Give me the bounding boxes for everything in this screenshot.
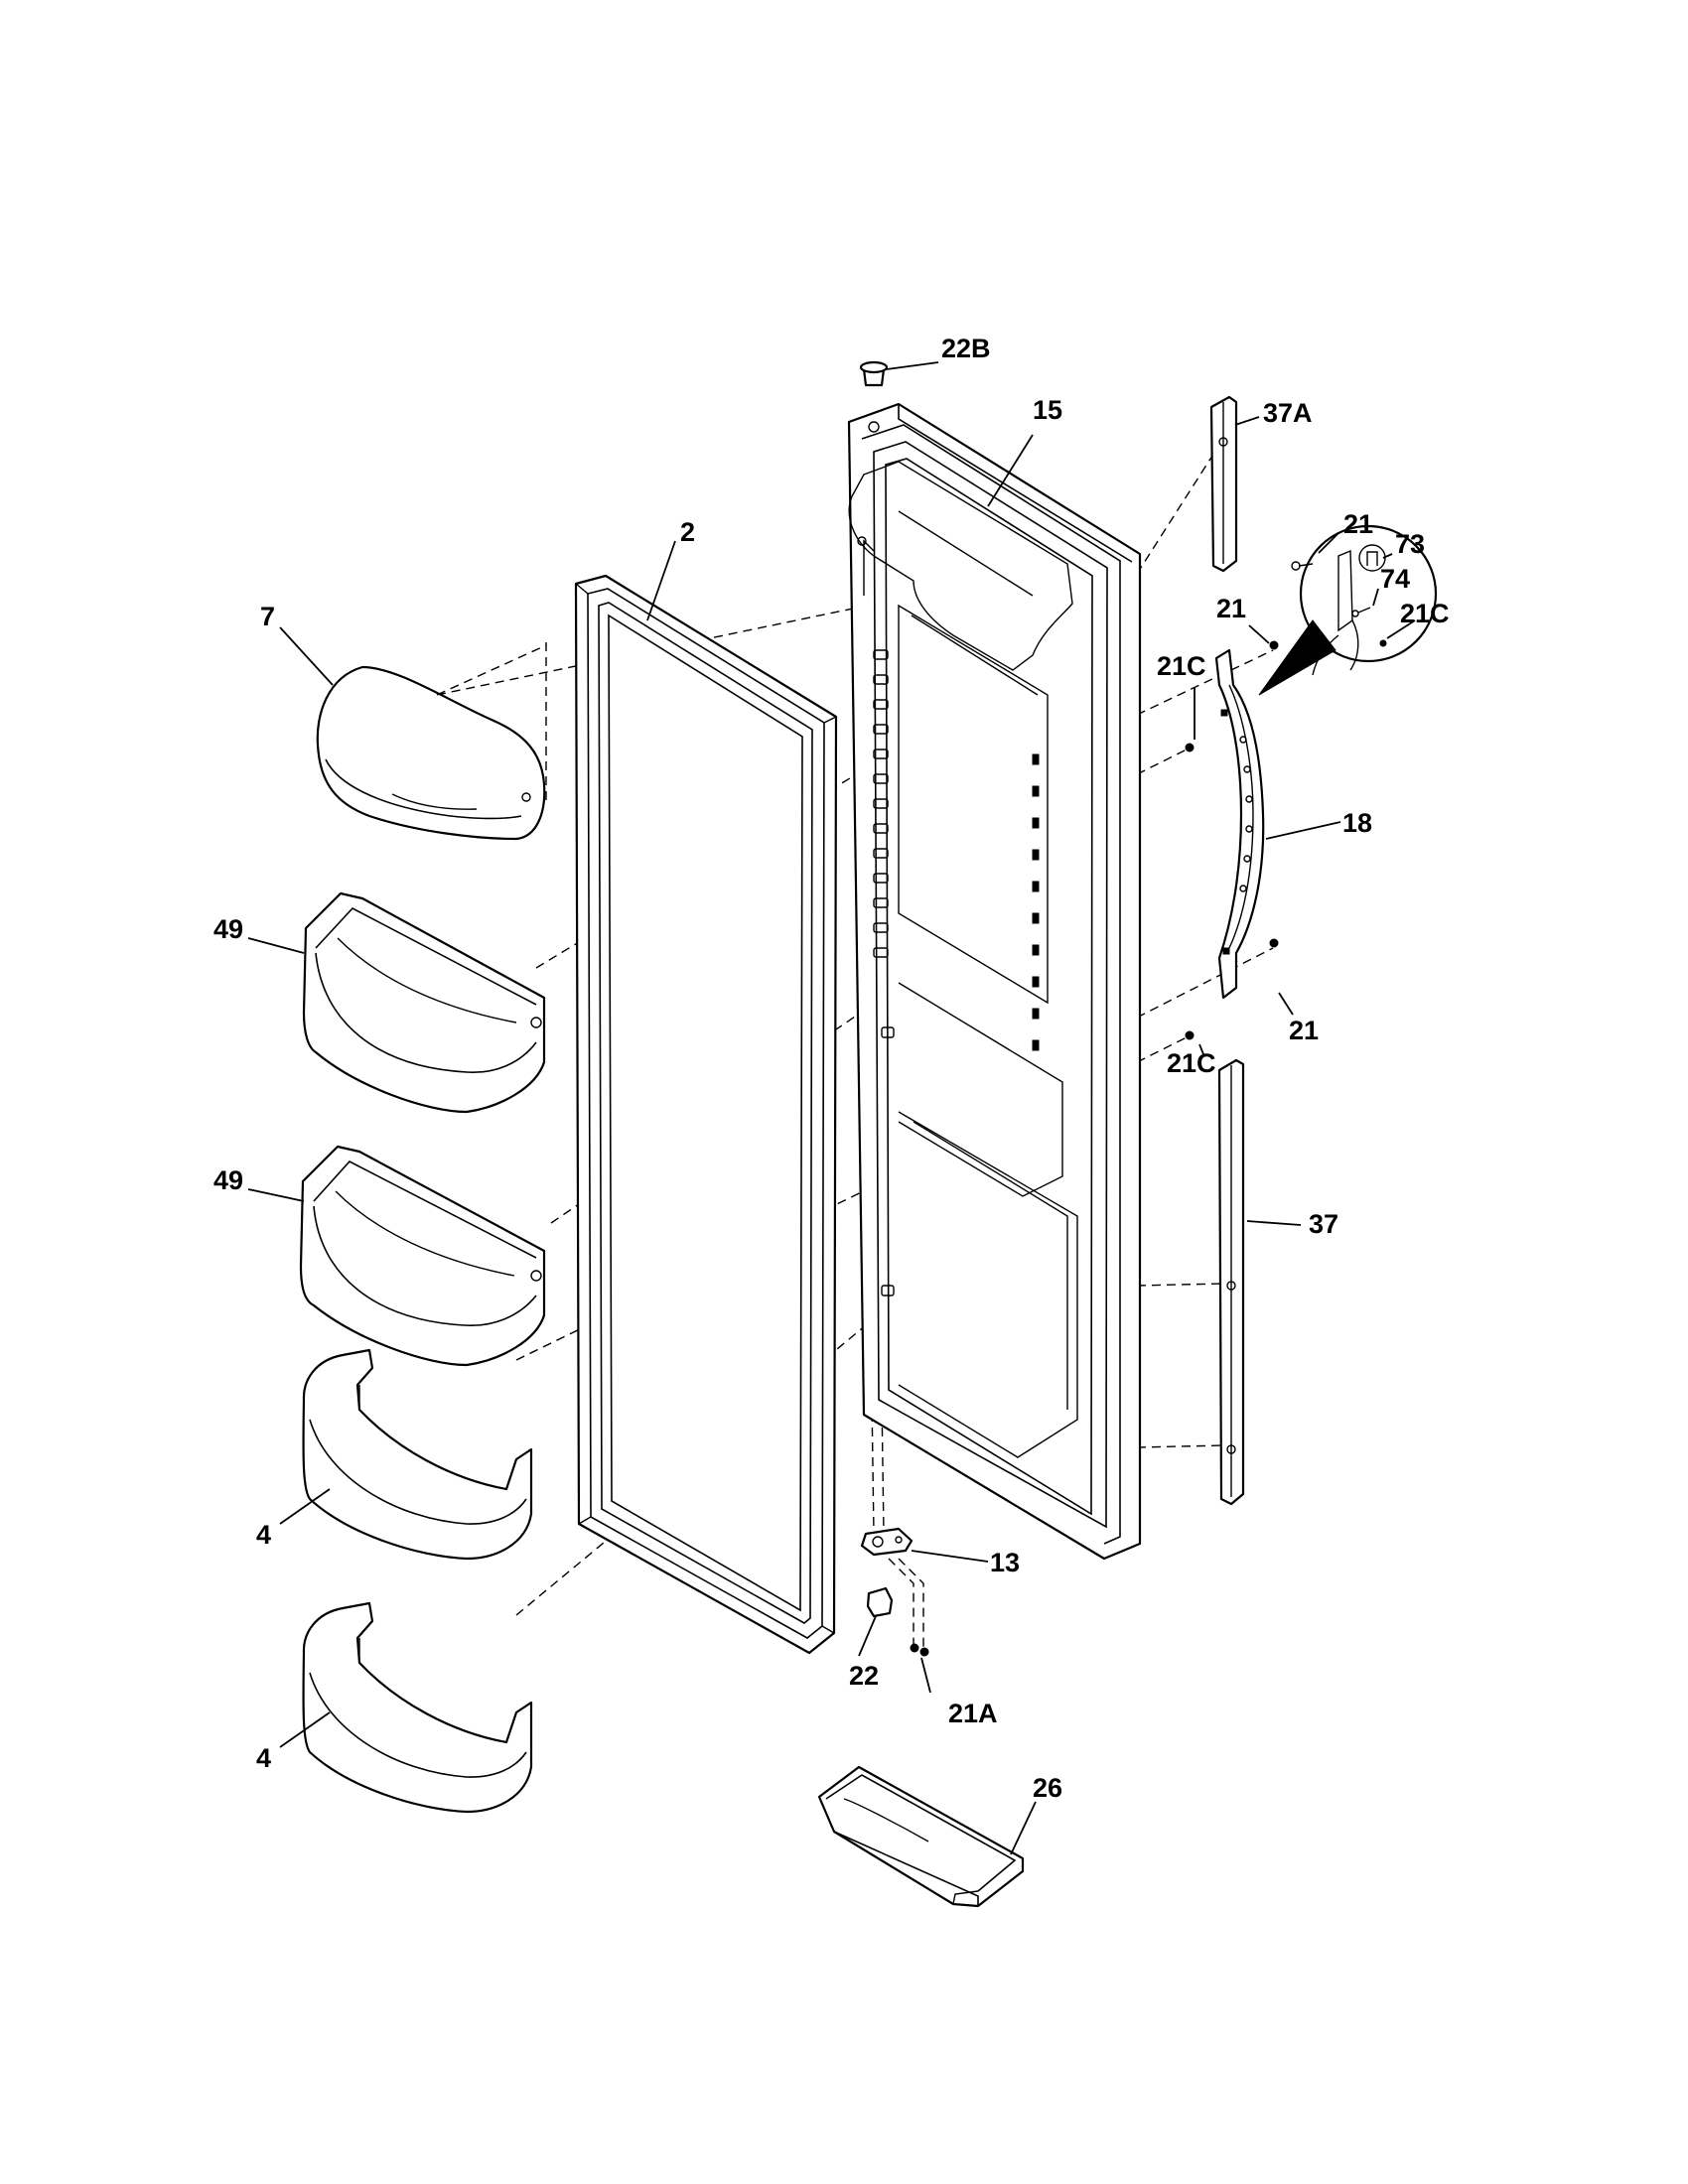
callout-21C-inset: 21C <box>1400 599 1450 628</box>
callout-21C-lower: 21C <box>1167 1048 1216 1078</box>
part-4-door-shelf-upper <box>302 1348 533 1561</box>
callout-18: 18 <box>1342 808 1372 838</box>
part-22-bushing <box>866 1586 894 1618</box>
callout-49-upper: 49 <box>213 914 243 944</box>
callout-73: 73 <box>1395 529 1425 559</box>
part-37A-upper-trim <box>1209 395 1238 573</box>
part-37-lower-trim <box>1217 1058 1245 1506</box>
part-21A-screw <box>910 1643 929 1657</box>
callout-21C-upper: 21C <box>1157 651 1206 681</box>
part-18-door-handle <box>1214 648 1265 1000</box>
callout-21-upper: 21 <box>1216 594 1246 623</box>
callout-49-lower: 49 <box>213 1165 243 1195</box>
callout-26: 26 <box>1033 1773 1062 1803</box>
part-15-door-liner <box>847 402 1142 1561</box>
callout-4-lower: 4 <box>256 1743 271 1773</box>
shelf-pegs-left <box>873 649 889 958</box>
callout-21-inset: 21 <box>1343 509 1373 539</box>
callout-7: 7 <box>260 602 275 631</box>
callout-74: 74 <box>1380 564 1410 594</box>
callout-21A: 21A <box>948 1699 998 1728</box>
part-2-door-gasket <box>574 574 838 1655</box>
callout-21-lower: 21 <box>1289 1016 1319 1045</box>
callout-4-upper: 4 <box>256 1520 271 1550</box>
callout-15: 15 <box>1033 395 1062 425</box>
part-49-door-bin-upper <box>302 891 546 1114</box>
inset-detail-bubble <box>1258 524 1438 696</box>
leader-lines <box>247 361 1416 1855</box>
part-22B-bushing <box>859 360 889 387</box>
shelf-pegs-right <box>1032 753 1040 1051</box>
callout-labels: 22B 15 37A 2 7 21 73 74 21C 21 21C 18 49… <box>213 334 1450 1803</box>
callout-22: 22 <box>849 1661 879 1691</box>
callout-37A: 37A <box>1263 398 1313 428</box>
screws-21-21C <box>1185 640 1279 1040</box>
part-7-cylinder-cover <box>316 644 547 841</box>
part-26-bin <box>817 1765 1025 1908</box>
part-4-door-shelf-lower <box>302 1601 533 1814</box>
callout-13: 13 <box>990 1548 1020 1577</box>
part-49-door-bin-lower <box>299 1145 546 1367</box>
callout-37: 37 <box>1309 1209 1338 1239</box>
callout-2: 2 <box>680 517 695 547</box>
part-13-hinge-bracket <box>860 1527 914 1557</box>
callout-22B: 22B <box>941 334 991 363</box>
